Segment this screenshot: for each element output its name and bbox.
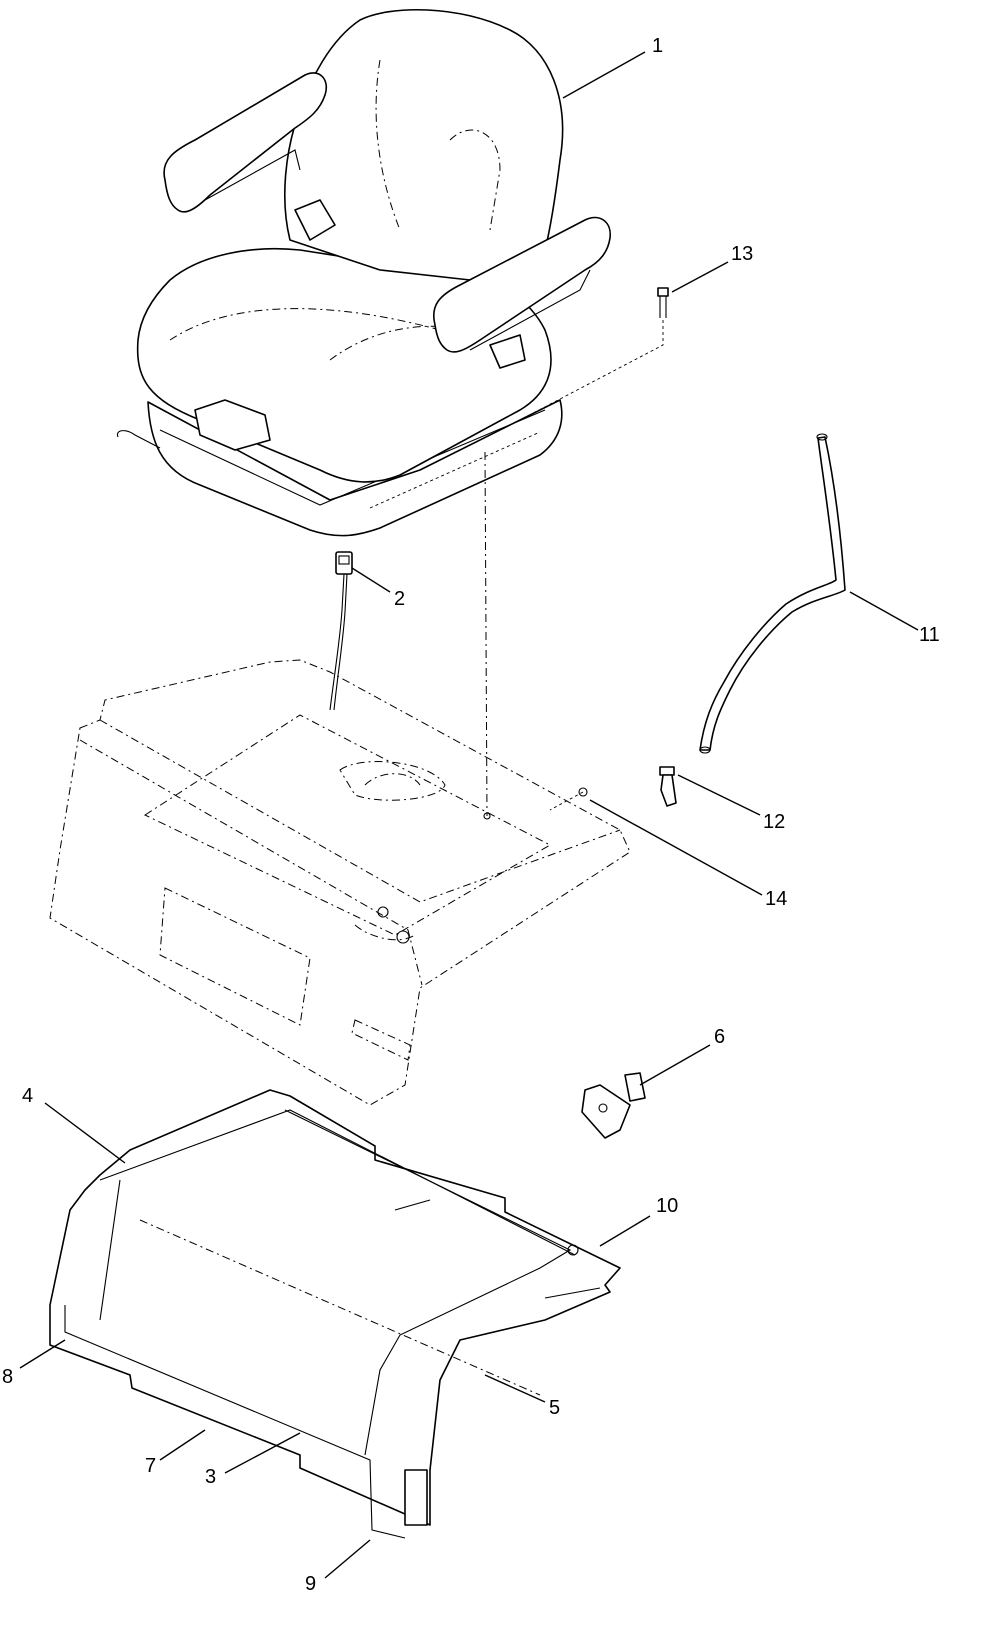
alignment-line <box>484 451 488 817</box>
callout-8: 8 <box>2 1366 13 1388</box>
callout-6: 6 <box>714 1026 725 1048</box>
seat-mounting-plate <box>49 659 631 1106</box>
seat-armrest-left <box>163 72 327 213</box>
seat-assembly <box>116 8 611 537</box>
callout-1: 1 <box>652 35 663 57</box>
callout-13: 13 <box>731 243 753 265</box>
callout-2: 2 <box>394 588 405 610</box>
drain-hose <box>699 433 846 754</box>
screw <box>519 287 669 421</box>
seat-armrest-right <box>433 216 611 353</box>
callout-11: 11 <box>919 624 940 646</box>
leader-lines <box>19 51 919 1579</box>
bracket-and-bumper <box>581 1072 646 1139</box>
callout-9: 9 <box>305 1573 316 1595</box>
seat-shroud <box>49 1089 621 1539</box>
seat-base-frame <box>147 399 563 537</box>
callout-10: 10 <box>656 1195 678 1217</box>
callout-labels: 1 2 3 4 5 6 7 8 9 10 11 12 13 14 <box>2 35 940 1595</box>
callout-14: 14 <box>765 888 787 910</box>
callout-12: 12 <box>763 811 785 833</box>
callout-7: 7 <box>145 1455 156 1477</box>
callout-3: 3 <box>205 1466 216 1488</box>
seat-lever <box>116 430 161 449</box>
hose-fitting <box>659 766 677 807</box>
seat-base-line <box>159 409 546 506</box>
callout-4: 4 <box>22 1085 33 1107</box>
seat-backrest <box>284 8 564 281</box>
callout-5: 5 <box>549 1397 560 1419</box>
seat-switch-harness <box>329 551 353 711</box>
